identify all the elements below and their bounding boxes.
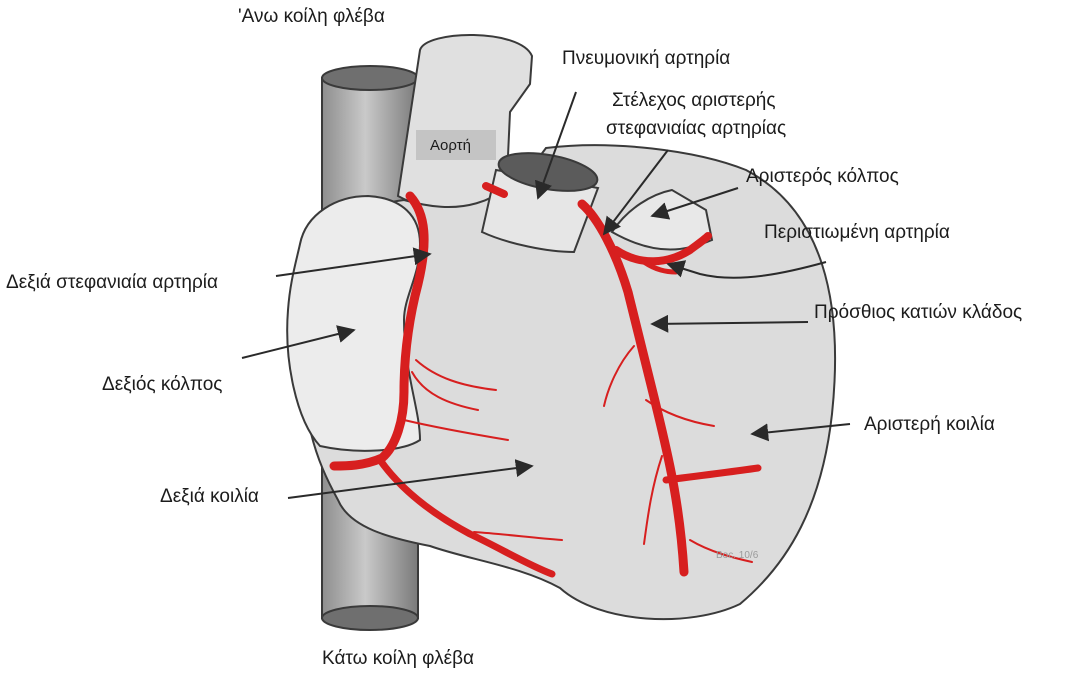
label-left-main-line2: στεφανιαίας αρτηρίας [606, 118, 786, 139]
label-anterior-descending: Πρόσθιος κατιών κλάδος [814, 302, 1022, 323]
label-left-main-line1: Στέλεχος αριστερής [612, 90, 776, 111]
label-right-atrium: Δεξιός κόλπος [102, 374, 222, 395]
artist-signature: Boc. 10/6 [716, 550, 759, 561]
label-circumflex: Περιστιωμένη αρτηρία [764, 222, 950, 243]
label-pulmonary-artery: Πνευμονική αρτηρία [562, 48, 730, 69]
label-left-atrium: Αριστερός κόλπος [746, 166, 899, 187]
label-aorta: Αορτή [430, 137, 471, 154]
ivc-opening [322, 606, 418, 630]
label-right-ventricle: Δεξιά κοιλία [160, 486, 259, 507]
label-right-coronary: Δεξιά στεφανιαία αρτηρία [6, 272, 218, 293]
label-superior-vena-cava: 'Ανω κοίλη φλέβα [238, 6, 385, 27]
svc-opening [322, 66, 418, 90]
label-left-ventricle: Αριστερή κοιλία [864, 414, 995, 435]
label-inferior-vena-cava: Κάτω κοίλη φλέβα [322, 648, 474, 669]
